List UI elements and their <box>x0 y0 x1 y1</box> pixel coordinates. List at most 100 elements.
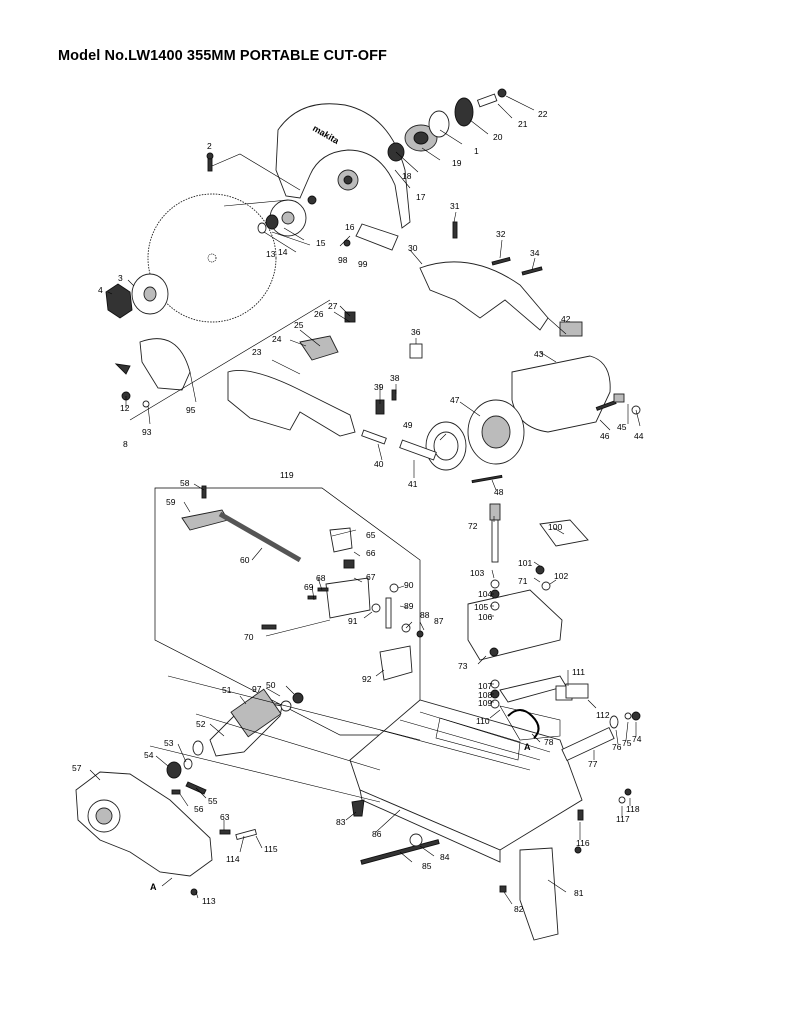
part-label-55: 55 <box>208 796 218 806</box>
part-label-98: 98 <box>338 255 348 265</box>
part-label-99: 99 <box>358 259 368 269</box>
leader-lines <box>89 95 641 905</box>
part-label-89: 89 <box>404 601 414 611</box>
part-label-109: 109 <box>478 698 492 708</box>
part-label-88: 88 <box>420 610 430 620</box>
part-label-25: 25 <box>294 320 304 330</box>
part-label-70: 70 <box>244 632 254 642</box>
part-label-43: 43 <box>534 349 544 359</box>
part-label-111: 111 <box>572 667 585 677</box>
part-label-83: 83 <box>336 817 346 827</box>
part-label-23: 23 <box>252 347 262 357</box>
part-label-40: 40 <box>374 459 384 469</box>
part-label-36: 36 <box>411 327 421 337</box>
part-label-116: 116 <box>576 838 590 848</box>
part-label-57: 57 <box>72 763 82 773</box>
part-label-14: 14 <box>278 247 288 257</box>
part-label-63: 63 <box>220 812 230 822</box>
part-label-46: 46 <box>600 431 610 441</box>
part-label-97: 97 <box>252 684 262 694</box>
part-label-71: 71 <box>518 576 528 586</box>
small-hardware-upper <box>206 152 543 276</box>
part-label-4: 4 <box>98 285 103 295</box>
part-label-110: 110 <box>476 716 490 726</box>
part-label-82: 82 <box>514 904 524 914</box>
part-label-30: 30 <box>408 243 418 253</box>
part-label-105: 105 <box>474 602 488 612</box>
reference-label-a-gear-housing: A <box>150 882 157 892</box>
reference-label-a-base: A <box>524 742 531 752</box>
part-label-38: 38 <box>390 373 400 383</box>
part-label-69: 69 <box>304 582 314 592</box>
part-label-90: 90 <box>404 580 414 590</box>
part-label-24: 24 <box>272 334 282 344</box>
switch-and-trigger <box>299 311 423 415</box>
part-label-107: 107 <box>478 681 492 691</box>
part-label-26: 26 <box>314 309 324 319</box>
part-label-15: 15 <box>316 238 326 248</box>
part-label-84: 84 <box>440 852 450 862</box>
safety-guard-cover <box>114 338 191 408</box>
part-label-21: 21 <box>518 119 528 129</box>
part-label-67: 67 <box>366 572 376 582</box>
gear-housing <box>75 771 257 896</box>
part-label-102: 102 <box>554 571 568 581</box>
part-label-12: 12 <box>120 403 130 413</box>
handle-housing <box>227 261 549 437</box>
part-label-16: 16 <box>345 222 355 232</box>
part-label-22: 22 <box>538 109 548 119</box>
part-label-85: 85 <box>422 861 432 871</box>
outer-flange-and-nut <box>105 273 169 319</box>
part-label-53: 53 <box>164 738 174 748</box>
part-label-60: 60 <box>240 555 250 565</box>
spindle-flange-parts <box>257 88 507 237</box>
part-label-45: 45 <box>617 422 627 432</box>
part-label-68: 68 <box>316 573 326 583</box>
part-label-42: 42 <box>561 314 571 324</box>
part-label-76: 76 <box>612 742 622 752</box>
part-label-52: 52 <box>196 719 206 729</box>
part-label-114: 114 <box>226 854 240 864</box>
part-label-119: 119 <box>280 470 294 480</box>
part-label-48: 48 <box>494 487 504 497</box>
part-label-65: 65 <box>366 530 376 540</box>
part-label-44: 44 <box>634 431 644 441</box>
base <box>349 699 583 941</box>
part-label-3: 3 <box>118 273 123 283</box>
part-label-34: 34 <box>530 248 540 258</box>
cut-off-wheel <box>147 193 277 323</box>
part-label-118: 118 <box>626 804 640 814</box>
armature <box>166 688 304 795</box>
part-label-81: 81 <box>574 888 584 898</box>
part-label-51: 51 <box>222 685 232 695</box>
part-label-17: 17 <box>416 192 426 202</box>
part-label-2: 2 <box>207 141 212 151</box>
part-label-66: 66 <box>366 548 376 558</box>
part-label-104: 104 <box>478 589 492 599</box>
part-label-106: 106 <box>478 612 492 622</box>
part-label-103: 103 <box>470 568 484 578</box>
part-label-92: 92 <box>362 674 372 684</box>
vise-parts <box>181 485 424 681</box>
part-label-77: 77 <box>588 759 598 769</box>
part-label-91: 91 <box>348 616 358 626</box>
blade-guard: makita <box>275 103 411 229</box>
part-label-13: 13 <box>266 249 276 259</box>
part-label-27: 27 <box>328 301 338 311</box>
part-label-41: 41 <box>408 479 418 489</box>
part-label-20: 20 <box>493 132 503 142</box>
part-label-54: 54 <box>144 750 154 760</box>
motor-housing <box>361 321 641 484</box>
part-label-86: 86 <box>372 829 382 839</box>
part-label-93: 93 <box>142 427 152 437</box>
part-label-87: 87 <box>434 616 444 626</box>
part-label-39: 39 <box>374 382 384 392</box>
part-label-78: 78 <box>544 737 554 747</box>
part-label-58: 58 <box>180 478 190 488</box>
part-label-19: 19 <box>452 158 462 168</box>
part-label-50: 50 <box>266 680 276 690</box>
part-label-95: 95 <box>186 405 196 415</box>
part-label-18: 18 <box>402 171 412 181</box>
